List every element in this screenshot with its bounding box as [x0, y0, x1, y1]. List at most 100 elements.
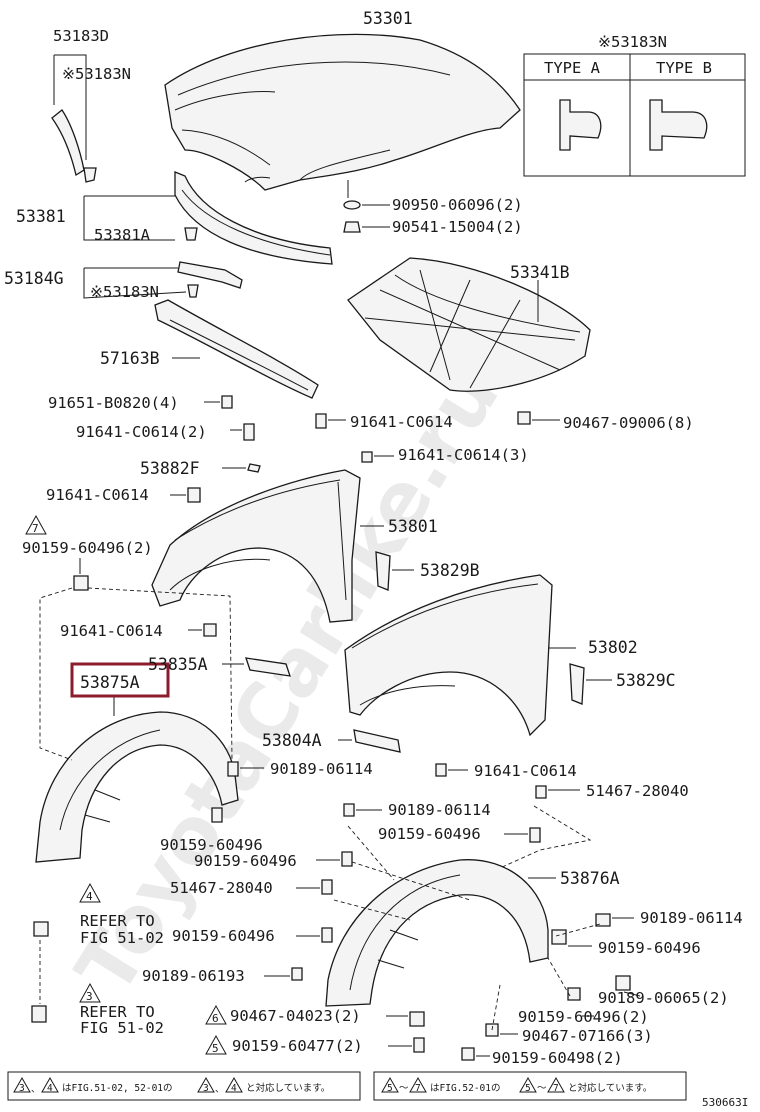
seal-53184G[interactable] [177, 261, 243, 298]
label-90159-60496-d[interactable]: 90159-60496 [172, 927, 275, 945]
label-53183D[interactable]: 53183D [53, 27, 109, 45]
label-90467-04023[interactable]: 90467-04023(2) [230, 1007, 361, 1025]
bolt-91641-a[interactable] [243, 423, 255, 441]
label-90189-06114-a[interactable]: 90189-06114 [270, 760, 373, 778]
label-90189-06065[interactable]: 90189-06065(2) [598, 989, 729, 1007]
label-fig-1[interactable]: FIG 51-02 [80, 929, 164, 947]
label-fig-2[interactable]: FIG 51-02 [80, 1019, 164, 1037]
label-refer-to-1[interactable]: REFER TO [80, 912, 155, 930]
label-91641-e[interactable]: 91641-C0614 [60, 622, 163, 640]
bolt-91641-e[interactable] [203, 623, 217, 637]
label-51467-b[interactable]: 51467-28040 [170, 879, 273, 897]
bolt-91651[interactable] [221, 395, 233, 409]
screw-90159-60498[interactable] [461, 1047, 475, 1061]
label-90189-06114-b[interactable]: 90189-06114 [388, 801, 491, 819]
label-90467-09006[interactable]: 90467-09006(8) [563, 414, 694, 432]
label-53381[interactable]: 53381 [16, 207, 66, 226]
screw-90159-d[interactable] [341, 851, 353, 867]
clip-90467-04023[interactable] [409, 1011, 425, 1027]
screw-90159-c[interactable] [529, 827, 541, 843]
seal-53835A[interactable] [245, 657, 291, 677]
bolt-91641-c[interactable] [361, 451, 373, 463]
label-90541[interactable]: 90541-15004(2) [392, 218, 523, 236]
bolt-91641-f[interactable] [435, 763, 447, 777]
label-90159-60477[interactable]: 90159-60477(2) [232, 1037, 363, 1055]
screw-90159-g[interactable] [567, 987, 581, 1001]
label-90159-60496-b[interactable]: 90159-60496 [160, 836, 263, 854]
label-90159-60496-a[interactable]: 90159-60496 [378, 825, 481, 843]
liner-53876A[interactable] [325, 859, 549, 1007]
label-53183N-a[interactable]: ※53183N [62, 65, 131, 83]
cover-53829B[interactable] [375, 551, 391, 591]
label-refer-to-2[interactable]: REFER TO [80, 1003, 155, 1021]
label-53829B[interactable]: 53829B [420, 561, 480, 580]
liner-53875A[interactable] [35, 711, 239, 863]
label-91641-f[interactable]: 91641-C0614 [474, 762, 577, 780]
clip-left-lower[interactable] [31, 1005, 47, 1023]
label-53301[interactable]: 53301 [363, 9, 413, 28]
screw-90189-06193[interactable] [291, 967, 303, 981]
seal-53381[interactable] [174, 171, 333, 265]
label-53183N-c[interactable]: ※53183N [90, 283, 159, 301]
clip-51467-b[interactable] [321, 879, 333, 895]
screw-90189-06065[interactable] [615, 975, 631, 991]
bolt-91641-b[interactable] [315, 413, 327, 429]
label-90950[interactable]: 90950-06096(2) [392, 196, 523, 214]
label-53882F[interactable]: 53882F [140, 459, 200, 478]
label-91641-c[interactable]: 91641-C0614(3) [398, 446, 529, 464]
fender-53802[interactable] [344, 574, 553, 737]
screw-90189-a[interactable] [227, 761, 239, 777]
seal-57163B[interactable] [154, 299, 319, 399]
label-53876A[interactable]: 53876A [560, 869, 620, 888]
hood-insulator-53341B[interactable] [347, 257, 591, 392]
label-91641-d[interactable]: 91641-C0614 [46, 486, 149, 504]
cover-53829C[interactable] [569, 663, 585, 705]
label-90189-06114-c[interactable]: 90189-06114 [640, 909, 743, 927]
clip-90467-09006[interactable] [517, 411, 531, 425]
label-53802[interactable]: 53802 [588, 638, 638, 657]
seal-53183D[interactable] [51, 109, 97, 183]
screw-90159-top[interactable] [73, 575, 89, 591]
screw-90159-f[interactable] [551, 929, 567, 945]
label-53183N-b[interactable]: ※53183N [598, 33, 667, 51]
triangle-marker-4 [79, 882, 101, 903]
label-91651[interactable]: 91651-B0820(4) [48, 394, 179, 412]
label-53875A[interactable]: 53875A [80, 673, 140, 692]
label-53835A[interactable]: 53835A [148, 655, 208, 674]
screw-90159-b[interactable] [211, 807, 223, 823]
label-53829C[interactable]: 53829C [616, 671, 676, 690]
label-90159-60496-e[interactable]: 90159-60496 [598, 939, 701, 957]
label-53341B[interactable]: 53341B [510, 263, 570, 282]
label-90159-60496-f[interactable]: 90159-60496(2) [518, 1008, 649, 1026]
label-53184G[interactable]: 53184G [4, 269, 64, 288]
clip-90950[interactable] [343, 200, 361, 210]
label-90467-07166[interactable]: 90467-07166(3) [522, 1027, 653, 1045]
clip-53882F[interactable] [247, 463, 261, 473]
label-90159-60496-2[interactable]: 90159-60496(2) [22, 539, 153, 557]
label-53381A[interactable]: 53381A [94, 226, 151, 244]
clip-51467-a[interactable] [535, 785, 547, 799]
screw-90189-b[interactable] [343, 803, 355, 817]
bolt-91641-d[interactable] [187, 487, 201, 503]
label-53801[interactable]: 53801 [388, 517, 438, 536]
label-90159-60496-c[interactable]: 90159-60496 [194, 852, 297, 870]
triangle-marker-3 [79, 982, 101, 1003]
hood-53301[interactable] [164, 33, 521, 191]
clip-90541[interactable] [343, 221, 361, 233]
triangle-marker-7 [25, 514, 47, 535]
label-91641-b[interactable]: 91641-C0614 [350, 413, 453, 431]
label-51467-a[interactable]: 51467-28040 [586, 782, 689, 800]
clip-53381A[interactable] [184, 227, 198, 241]
label-53804A[interactable]: 53804A [262, 731, 322, 750]
fender-53801[interactable] [151, 469, 361, 623]
screw-90189-c[interactable] [595, 913, 611, 927]
screw-90159-60477[interactable] [413, 1037, 425, 1053]
screw-90159-e[interactable] [321, 927, 333, 943]
dashed-guides [39, 587, 601, 1031]
label-91641-a[interactable]: 91641-C0614(2) [76, 423, 207, 441]
label-90159-60498[interactable]: 90159-60498(2) [492, 1049, 623, 1067]
clip-left-upper[interactable] [33, 921, 49, 937]
label-57163B[interactable]: 57163B [100, 349, 160, 368]
protector-53804A[interactable] [353, 729, 401, 753]
label-90189-06193[interactable]: 90189-06193 [142, 967, 245, 985]
